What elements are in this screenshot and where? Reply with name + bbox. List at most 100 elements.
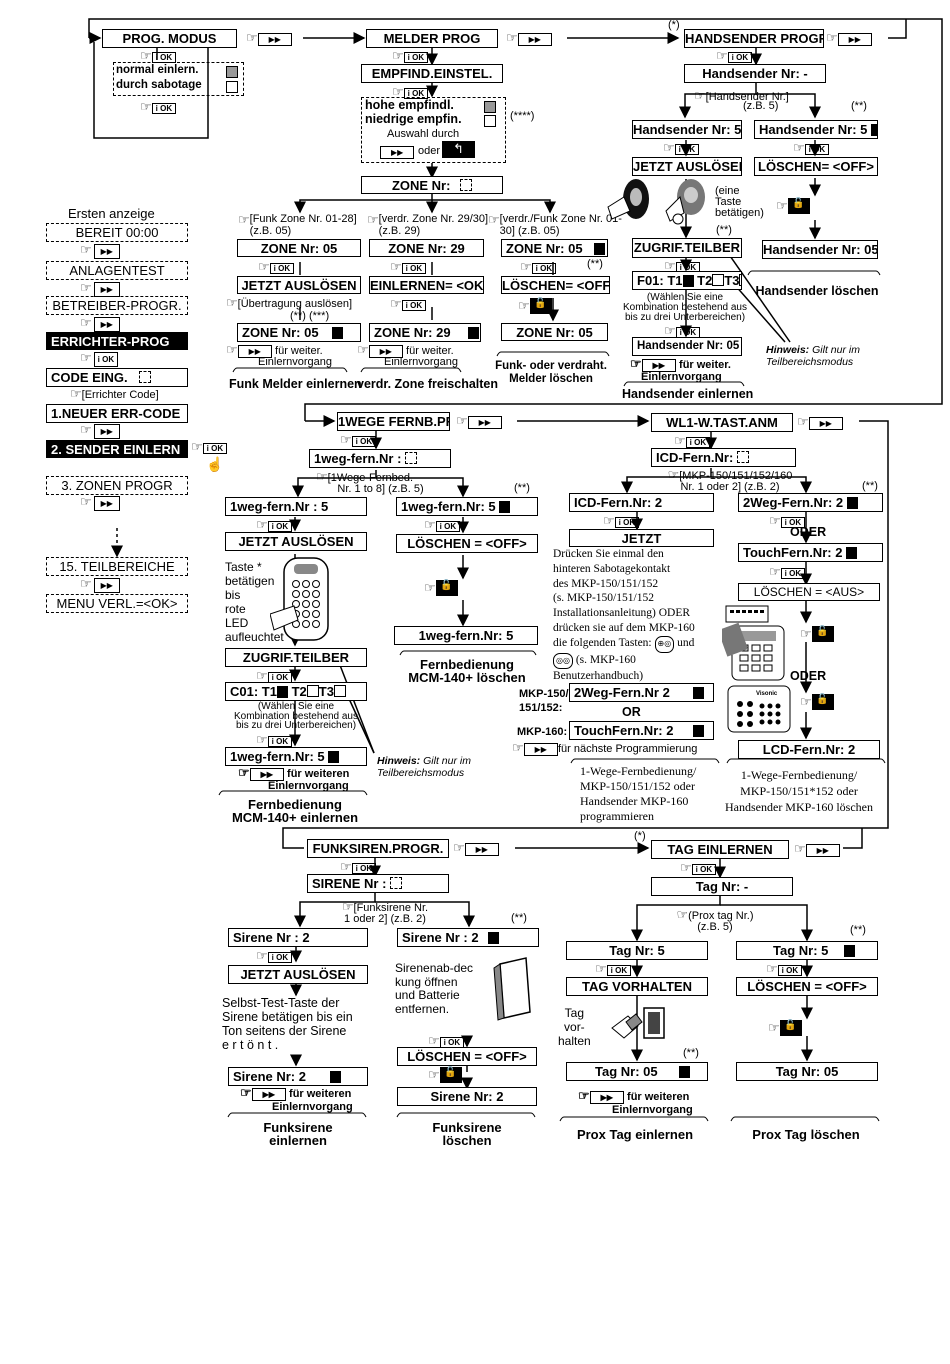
menu-teilbereiche: 15. TEILBEREICHE bbox=[46, 557, 188, 576]
next-key: ☞▶▶ für weiteren bbox=[578, 1088, 690, 1104]
caption-handsender-loe: Handsender löschen bbox=[755, 284, 879, 298]
next-hand-icon: ☞▶▶ bbox=[80, 423, 120, 439]
next-key: ☞▶▶für nächste Programmierung bbox=[512, 740, 698, 756]
caption-loeschen-melder: Funk- oder verdraht.Melder löschen bbox=[495, 360, 607, 385]
handsender-nr-box: Handsender Nr: - bbox=[684, 64, 826, 83]
fernb-prog-box: 1WEGE FERNB.PROG bbox=[337, 412, 450, 431]
wl1-jetzt-box: JETZT bbox=[569, 529, 714, 547]
checkbox-selected-icon bbox=[226, 66, 238, 78]
menu-anlagentest: ANLAGENTEST bbox=[46, 261, 188, 280]
next-hand-icon: ☞▶▶ bbox=[80, 316, 120, 332]
ok-key: ☞i OK bbox=[595, 960, 632, 978]
next-hand-icon: ☞▶▶ bbox=[80, 577, 120, 593]
ok-key: ☞i OK bbox=[769, 563, 806, 581]
opt-sabotage: durch sabotage bbox=[116, 79, 202, 91]
next-key: ☞▶▶ bbox=[456, 412, 502, 430]
lock-key: ☞🔓 bbox=[424, 579, 458, 597]
einlernvorgang: Einlernvorgang bbox=[272, 1101, 353, 1113]
mkp160-label: MKP-160: bbox=[517, 726, 568, 738]
next-key: ☞▶▶ bbox=[794, 840, 840, 858]
mark-2star: (**) bbox=[716, 224, 732, 236]
sirene-note: ☞[Funksirene Nr.1 oder 2] (z.B. 2) bbox=[341, 899, 429, 925]
tag-nr05-final-box: Tag Nr: 05 bbox=[736, 1062, 878, 1081]
handsender-jetzt-box: JETZT AUSLÖSEN bbox=[632, 157, 742, 176]
handsender-note: ☞[Handsender Nr.] bbox=[694, 88, 789, 103]
weg2b-box: 2Weg-Fern.Nr 2 bbox=[569, 683, 714, 702]
caption-tag-loe: Prox Tag löschen bbox=[752, 1127, 860, 1142]
checkbox-selected-icon bbox=[484, 101, 496, 113]
weg2-fern-box: 2Weg-Fern.Nr: 2 bbox=[738, 493, 883, 512]
mkp150-label: MKP-150/151/152: bbox=[519, 688, 569, 714]
lcd-fern-box: LCD-Fern.Nr: 2 bbox=[738, 740, 880, 759]
checkbox-empty-icon bbox=[226, 81, 238, 93]
mark-star: (*) bbox=[634, 830, 646, 842]
opt-normal: normal einlern. bbox=[116, 64, 199, 76]
next-hand-icon: ☞▶▶ bbox=[80, 281, 120, 297]
funk-zone-note: ☞[Funk Zone Nr. 01-28] (z.B. 05) bbox=[238, 212, 357, 237]
caption-wl1-ein: 1-Wege-Fernbedienung/MKP-150/151/152 ode… bbox=[580, 764, 697, 823]
empf-options bbox=[361, 97, 506, 163]
ok-key: ☞i OK bbox=[392, 83, 429, 101]
ok-key: ☞i OK bbox=[390, 295, 427, 313]
touch2-box: TouchFern.Nr: 2 bbox=[569, 721, 714, 740]
ok-key: ☞i OK bbox=[424, 516, 461, 534]
fernb-nr5-final-box: 1weg-fern.Nr: 5 bbox=[394, 626, 538, 645]
sirene-nr-box: SIRENE Nr : bbox=[307, 874, 449, 893]
fernb-zugrif-box: ZUGRIF.TEILBER bbox=[225, 648, 367, 667]
prog-modus-options bbox=[113, 62, 244, 96]
intro-title: Ersten anzeige bbox=[68, 206, 155, 221]
zone29-box: ZONE Nr: 29 bbox=[369, 239, 484, 257]
next-key: ☞▶▶ bbox=[246, 29, 292, 47]
menu-betreiber: BETREIBER-PROGR. bbox=[46, 296, 188, 315]
caption-wl1-loe: 1-Wege-Fernbedienung/MKP-150/151*152 ode… bbox=[725, 768, 873, 814]
ok-hand-icon: ☞i OK bbox=[80, 351, 119, 367]
next-hand-icon: ☞▶▶ bbox=[80, 495, 120, 511]
next-key: ☞▶▶ für weiter. bbox=[630, 356, 731, 372]
mark-4star: (****) bbox=[510, 110, 535, 122]
zone05-vf-box: ZONE Nr: 05 bbox=[501, 239, 608, 257]
next-hand-icon: ☞▶▶ bbox=[80, 243, 120, 259]
errichter-code-note: ☞[Errichter Code] bbox=[70, 386, 159, 401]
handsender-progr-box: HANDSENDER PROGR bbox=[684, 29, 824, 48]
opt-hohe: hohe empfindl. bbox=[365, 98, 454, 112]
sirene-nr2-del-box: Sirene Nr : 2 bbox=[397, 928, 539, 947]
tag-vorhalten-box: TAG VORHALTEN bbox=[566, 977, 708, 996]
fernb-nr5d-box: 1weg-fern.Nr: 5 bbox=[225, 747, 367, 766]
menu-code-eing: CODE EING. bbox=[46, 368, 188, 387]
mkp160-keypad-icon: Visonic bbox=[727, 685, 791, 733]
ok-key: ☞i OK bbox=[793, 139, 830, 157]
menu-sender-einlern: 2. SENDER EINLERN bbox=[46, 440, 188, 458]
next-key: ☞▶▶ für weiter. bbox=[357, 342, 454, 358]
prox-tag-reader-icon bbox=[611, 1007, 665, 1039]
mkp-keypad-icon bbox=[722, 605, 785, 681]
handsender-nr5-box: Handsender Nr: 5 bbox=[632, 120, 742, 139]
tag-nr05-box: Tag Nr: 05 bbox=[566, 1062, 708, 1081]
tag-einlernen-box: TAG EINLERNEN bbox=[651, 840, 789, 859]
tag-loeschen-box: LÖSCHEN = <OFF> bbox=[736, 977, 878, 996]
menu-neuer-err-code: 1.NEUER ERR-CODE bbox=[46, 404, 188, 423]
einlernen-ok-box: EINLERNEN= <OK> bbox=[369, 276, 484, 294]
keyfob-remote-icon bbox=[607, 179, 705, 225]
einlernvorgang: Einlernvorgang bbox=[641, 371, 722, 383]
fernb-nr-box: 1weg-fern.Nr : bbox=[309, 449, 451, 468]
ok-key: ☞i OK bbox=[340, 858, 377, 876]
mark-2star: (**) bbox=[862, 480, 878, 492]
einlernvorgang: Einlernvorgang bbox=[268, 780, 349, 792]
einlernvorgang: Einlernvorgang bbox=[384, 356, 458, 368]
ok-key: ☞i OK bbox=[674, 432, 711, 450]
mark-2star: (**) bbox=[683, 1047, 699, 1059]
handsender-nr5-del-box: Handsender Nr: 5 bbox=[754, 120, 878, 139]
tag-note: ☞(Prox tag Nr.)(z.B. 5) bbox=[676, 907, 754, 933]
zone-nr-box: ZONE Nr: bbox=[361, 176, 503, 194]
icd-fern-box: ICD-Fern.Nr: bbox=[651, 448, 796, 467]
fernb-nr5-box: 1weg-fern.Nr : 5 bbox=[225, 497, 367, 516]
